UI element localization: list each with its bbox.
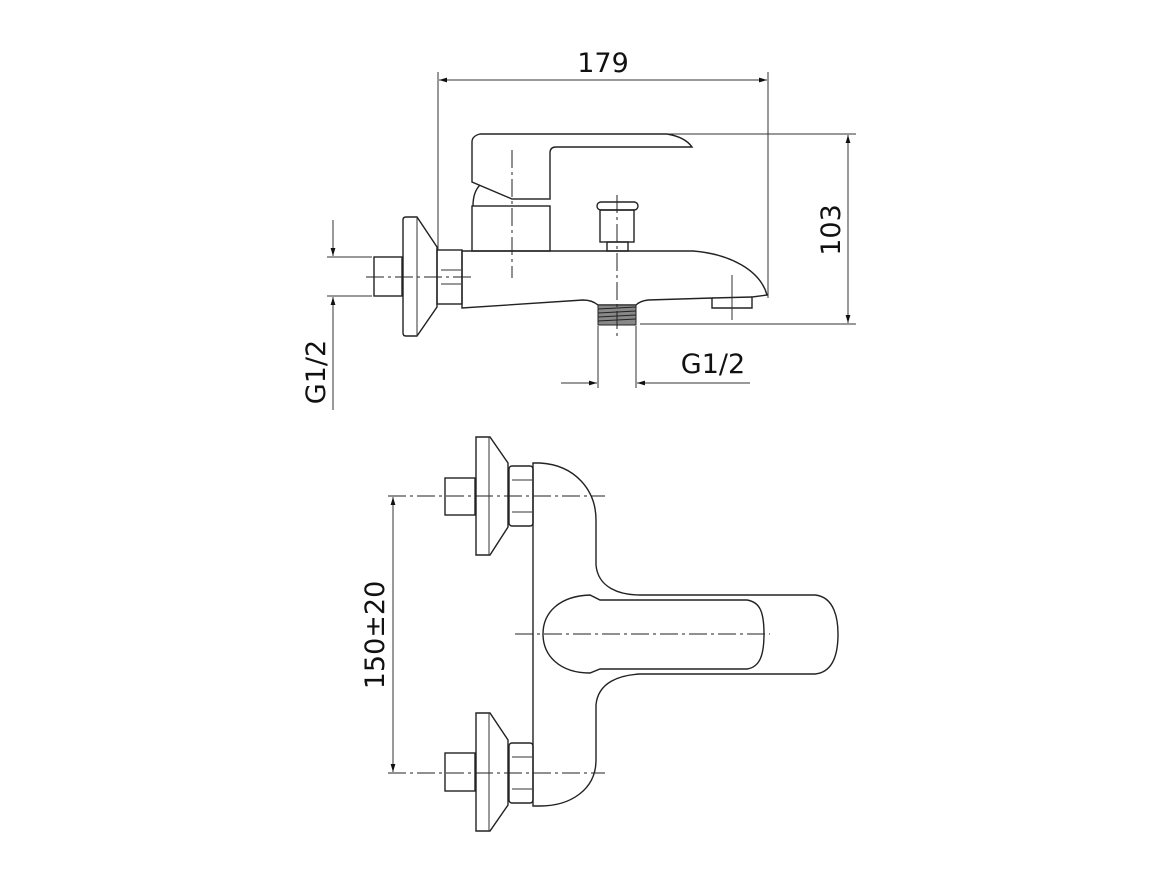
cartridge [471, 205, 551, 252]
lower-inlet-connection [444, 712, 534, 832]
inlet-spacing-label: 150±20 [360, 581, 391, 690]
inlet-thread-dimension: G1/2 [301, 220, 372, 410]
side-view: 179 103 G1/2 G1/2 [301, 48, 856, 410]
height-dimension-label: 103 [816, 204, 847, 256]
lever-handle [471, 133, 694, 200]
lever-top [542, 594, 765, 674]
outlet-thread-label: G1/2 [681, 349, 745, 380]
top-view: 150±20 [360, 436, 839, 832]
width-dimension: 179 [437, 48, 769, 298]
mixer-body-top [532, 462, 839, 807]
height-dimension: 103 [640, 133, 856, 325]
width-dimension-label: 179 [577, 48, 629, 79]
inlet-thread-label: G1/2 [301, 340, 332, 404]
mixer-body [461, 250, 768, 309]
inlet-spacing-dimension: 150±20 [360, 497, 396, 772]
outlet-thread-dimension: G1/2 [561, 326, 750, 388]
